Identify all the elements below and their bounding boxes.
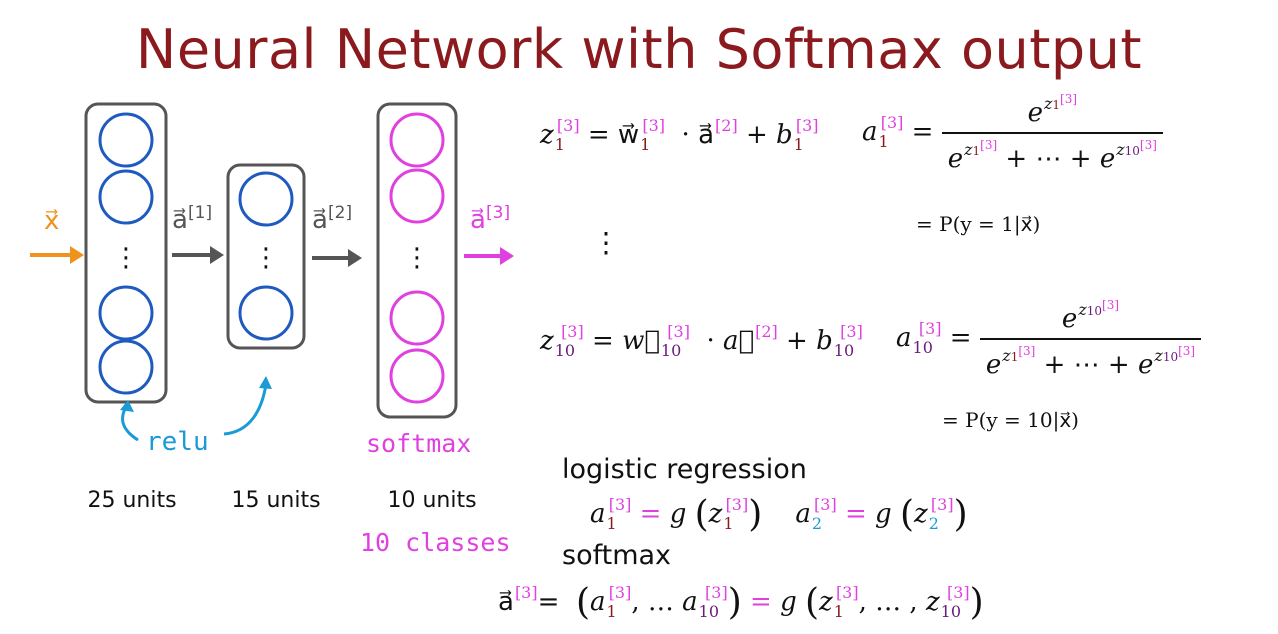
- layer-1-ellipsis: ⋮: [113, 243, 139, 273]
- equation-z1: z1[3] = w⃗1[3] · a⃗[2] + b1[3]: [540, 116, 819, 154]
- layer-2-node: [238, 171, 294, 227]
- equation-z10: z10[3] = w⃗10[3] · a⃗[2] + b10[3]: [540, 322, 863, 360]
- softmax-note: softmax: [366, 429, 471, 458]
- arrow-label-1-sup: [1]: [188, 203, 212, 223]
- page-title: Neural Network with Softmax output: [135, 18, 1143, 81]
- layer-1-node: [98, 112, 154, 168]
- layer-2-node: [238, 285, 294, 341]
- arrow-label-2: a⃗: [312, 205, 328, 235]
- layer-3-node: [389, 348, 445, 404]
- arrow-1-head: [210, 246, 224, 264]
- logistic-equations: a1[3] = g (z1[3]) a2[3] = g (z2[3]): [590, 494, 968, 535]
- output-label-sup: [3]: [486, 203, 510, 223]
- arrow-label-2-sup: [2]: [328, 203, 352, 223]
- layer-3-node: [389, 290, 445, 346]
- layer-3-node: [389, 112, 445, 168]
- relu-arrowhead-2: [259, 376, 272, 389]
- layer-2-units: 15 units: [231, 488, 321, 513]
- network-diagram: ⋮ ⋮ ⋮ x⃗ a⃗ [1] a⃗ [2] a⃗ [3] relu softm…: [30, 102, 514, 557]
- vertical-ellipsis: ⋮: [592, 226, 620, 259]
- softmax-equation: a⃗[3]= (a1[3], … a10[3]) = g (z1[3], … ,…: [498, 582, 984, 623]
- layer-2-box: [226, 163, 306, 350]
- prob-a1: = P(y = 1|x⃗): [916, 212, 1041, 236]
- relu-arrowhead-1: [120, 400, 134, 412]
- layer-3-ellipsis: ⋮: [404, 243, 430, 273]
- layer-2-ellipsis: ⋮: [253, 243, 279, 273]
- output-label: a⃗: [470, 205, 486, 235]
- prob-a10: = P(y = 10|x⃗): [942, 408, 1079, 432]
- equation-a1: a1[3] = ez1[3] ez1[3] + ⋯ + ez10[3]: [862, 92, 1163, 174]
- classes-note: 10 classes: [360, 528, 511, 557]
- layer-3-box: [376, 102, 458, 419]
- input-arrowhead: [70, 246, 84, 264]
- input-label: x⃗: [44, 206, 59, 236]
- softmax-heading: softmax: [562, 540, 672, 571]
- logistic-heading: logistic regression: [562, 454, 807, 485]
- equation-a10: a10[3] = ez10[3] ez1[3] + ⋯ + ez10[3]: [896, 298, 1202, 380]
- relu-arrow-2: [223, 383, 268, 436]
- layer-3-units: 10 units: [387, 488, 477, 513]
- layer-1-node: [98, 339, 154, 395]
- layer-1-units: 25 units: [87, 488, 177, 513]
- layer-1-node: [98, 285, 154, 341]
- output-arrowhead: [500, 247, 514, 265]
- layer-1-box: [84, 102, 168, 404]
- layer-3-node: [389, 168, 445, 224]
- relu-note: relu: [146, 427, 209, 457]
- layer-1-node: [98, 169, 154, 225]
- arrow-label-1: a⃗: [172, 205, 188, 235]
- arrow-2-head: [348, 249, 362, 267]
